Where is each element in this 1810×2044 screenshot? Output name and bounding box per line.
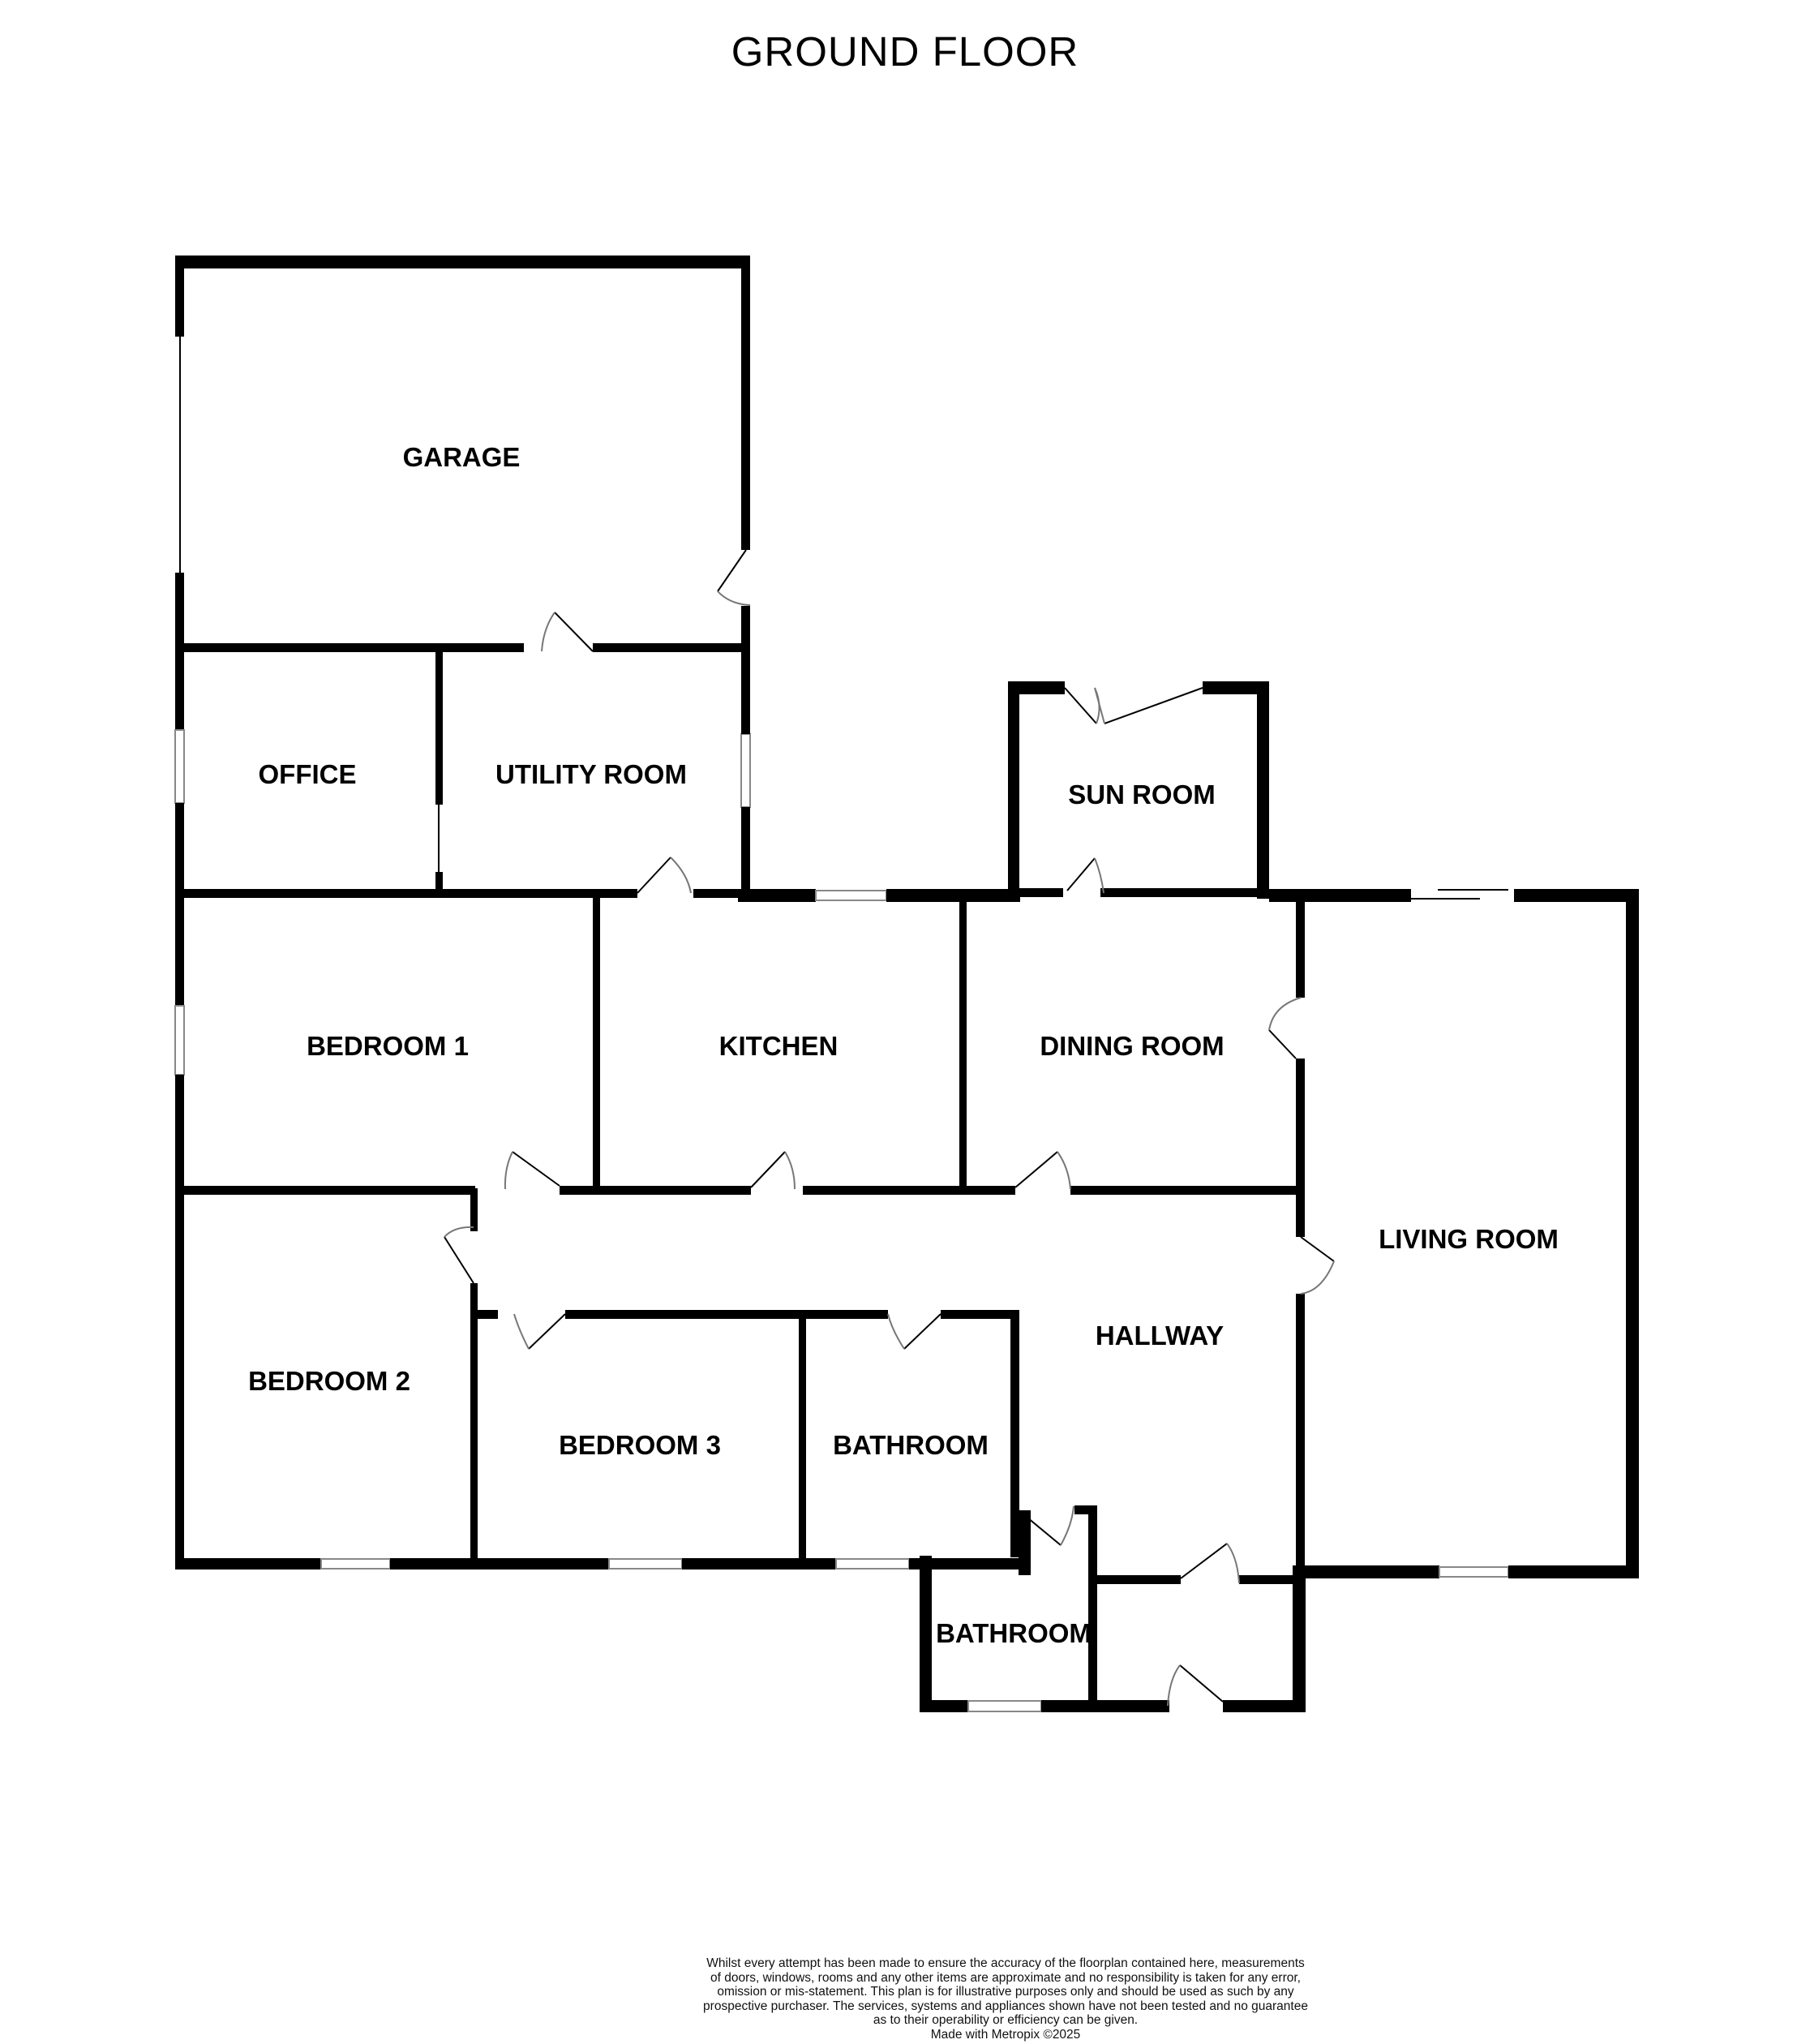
door-icon [1014, 1151, 1071, 1190]
door-icon [1180, 1543, 1240, 1584]
room-label-living-room: LIVING ROOM [1379, 1224, 1559, 1254]
door-icon [887, 1313, 941, 1350]
office-utility-walls [174, 649, 754, 900]
door-icon [717, 549, 751, 606]
hallway-walls [175, 1188, 1019, 1570]
credit-text: Made with Metropix ©2025 [930, 2027, 1081, 2042]
door-icon [1066, 857, 1104, 894]
sun-room-walls [1008, 681, 1269, 899]
room-label-hallway: HALLWAY [1095, 1320, 1225, 1350]
room-label-kitchen: KITCHEN [718, 1031, 839, 1061]
disclaimer-line: prospective purchaser. The services, sys… [703, 1999, 1308, 2013]
front-door-icon [1167, 1664, 1224, 1707]
double-door-icon [1064, 687, 1203, 724]
door-icon [444, 1226, 474, 1284]
disclaimer-line: as to their operability or efficiency ca… [873, 2013, 1139, 2027]
door-icon [541, 612, 594, 652]
bottom-protrusion-walls [920, 1505, 1306, 1712]
disclaimer-line: omission or mis-statement. This plan is … [717, 1985, 1294, 1999]
floor-title: GROUND FLOOR [731, 28, 1079, 75]
room-label-bathroom-small: BATHROOM [936, 1618, 1092, 1648]
disclaimer-line: Whilst every attempt has been made to en… [706, 1956, 1305, 1970]
door-icon [1268, 997, 1302, 1059]
door-icon [637, 857, 692, 894]
garage-walls [175, 256, 750, 655]
bedroom1-kitchen-dining-walls [174, 896, 1305, 1204]
door-icon [1300, 1236, 1335, 1295]
door-icon [504, 1151, 560, 1190]
room-label-bedroom-3: BEDROOM 3 [559, 1430, 721, 1460]
room-label-office: OFFICE [258, 759, 357, 789]
room-label-garage: GARAGE [402, 442, 521, 472]
room-label-bedroom-2: BEDROOM 2 [248, 1366, 410, 1396]
room-label-dining-room: DINING ROOM [1040, 1031, 1225, 1061]
disclaimer-line: of doors, windows, rooms and any other i… [710, 1970, 1301, 1985]
disclaimer: Whilst every attempt has been made to en… [568, 1956, 1443, 2042]
door-icon [513, 1313, 566, 1350]
door-icon [750, 1151, 796, 1190]
living-room-walls [1296, 889, 1639, 1578]
room-label-sun-room: SUN ROOM [1068, 779, 1216, 809]
room-label-bedroom-1: BEDROOM 1 [307, 1031, 469, 1061]
door-icon [1018, 1505, 1074, 1546]
room-label-utility-room: UTILITY ROOM [495, 759, 687, 789]
room-label-bathroom: BATHROOM [833, 1430, 989, 1460]
